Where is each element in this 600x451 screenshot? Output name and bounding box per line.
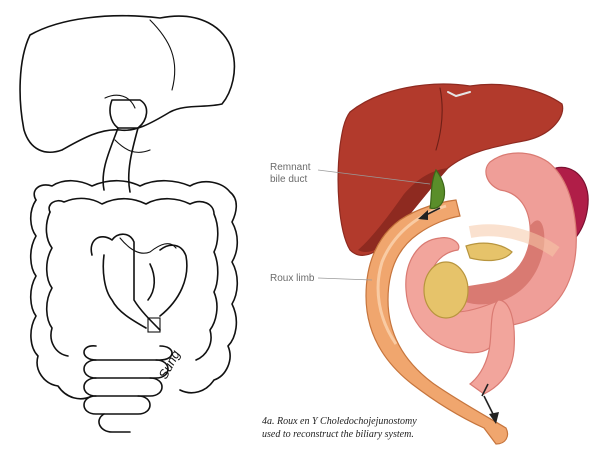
sketch-colon [34,181,237,393]
label-remnant-bile-duct-line1: Remnant [270,162,311,173]
left-anatomy-sketch: Sung [20,16,237,432]
caption-line2: used to reconstruct the biliary system. [262,429,414,440]
callout-line-roux-limb [318,278,372,280]
right-anatomy-illustration: Remnant bile duct Roux limb 4a. Roux en … [262,84,588,444]
label-roux-limb: Roux limb [270,273,315,284]
label-remnant-bile-duct-line2: bile duct [270,174,307,185]
pancreas-tail [466,243,512,260]
sketch-bile-duct [110,100,147,128]
caption-line1: 4a. Roux en Y Choledochojejunostomy [262,416,417,427]
sketch-small-bowel-coils [84,346,172,432]
artist-signature: Sung [155,347,183,382]
sketch-liver [20,16,234,152]
pancreas [424,262,468,318]
